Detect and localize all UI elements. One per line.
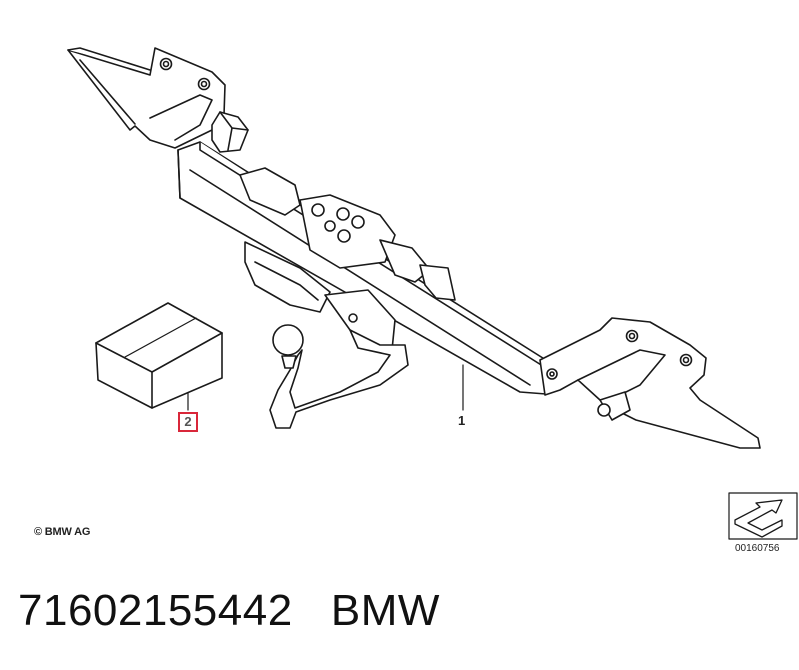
left-mounting-bracket xyxy=(67,47,249,153)
brand-name: BMW xyxy=(330,586,440,635)
part-number-caption: 71602155442 BMW xyxy=(18,586,440,636)
cross-beam xyxy=(177,141,547,395)
tow-ball-neck xyxy=(269,324,409,429)
part-number: 71602155442 xyxy=(18,586,293,635)
copyright-notice: © BMW AG xyxy=(34,526,91,538)
diagram-number: 00160756 xyxy=(735,543,780,554)
next-page-arrow-icon[interactable] xyxy=(728,492,798,540)
hitch-mounting-block xyxy=(239,167,456,351)
right-mounting-bracket xyxy=(539,317,761,449)
parts-box-illustration xyxy=(95,302,223,409)
callout-part-1: 1 xyxy=(458,413,466,428)
callout-part-2[interactable]: 2 xyxy=(178,412,198,432)
